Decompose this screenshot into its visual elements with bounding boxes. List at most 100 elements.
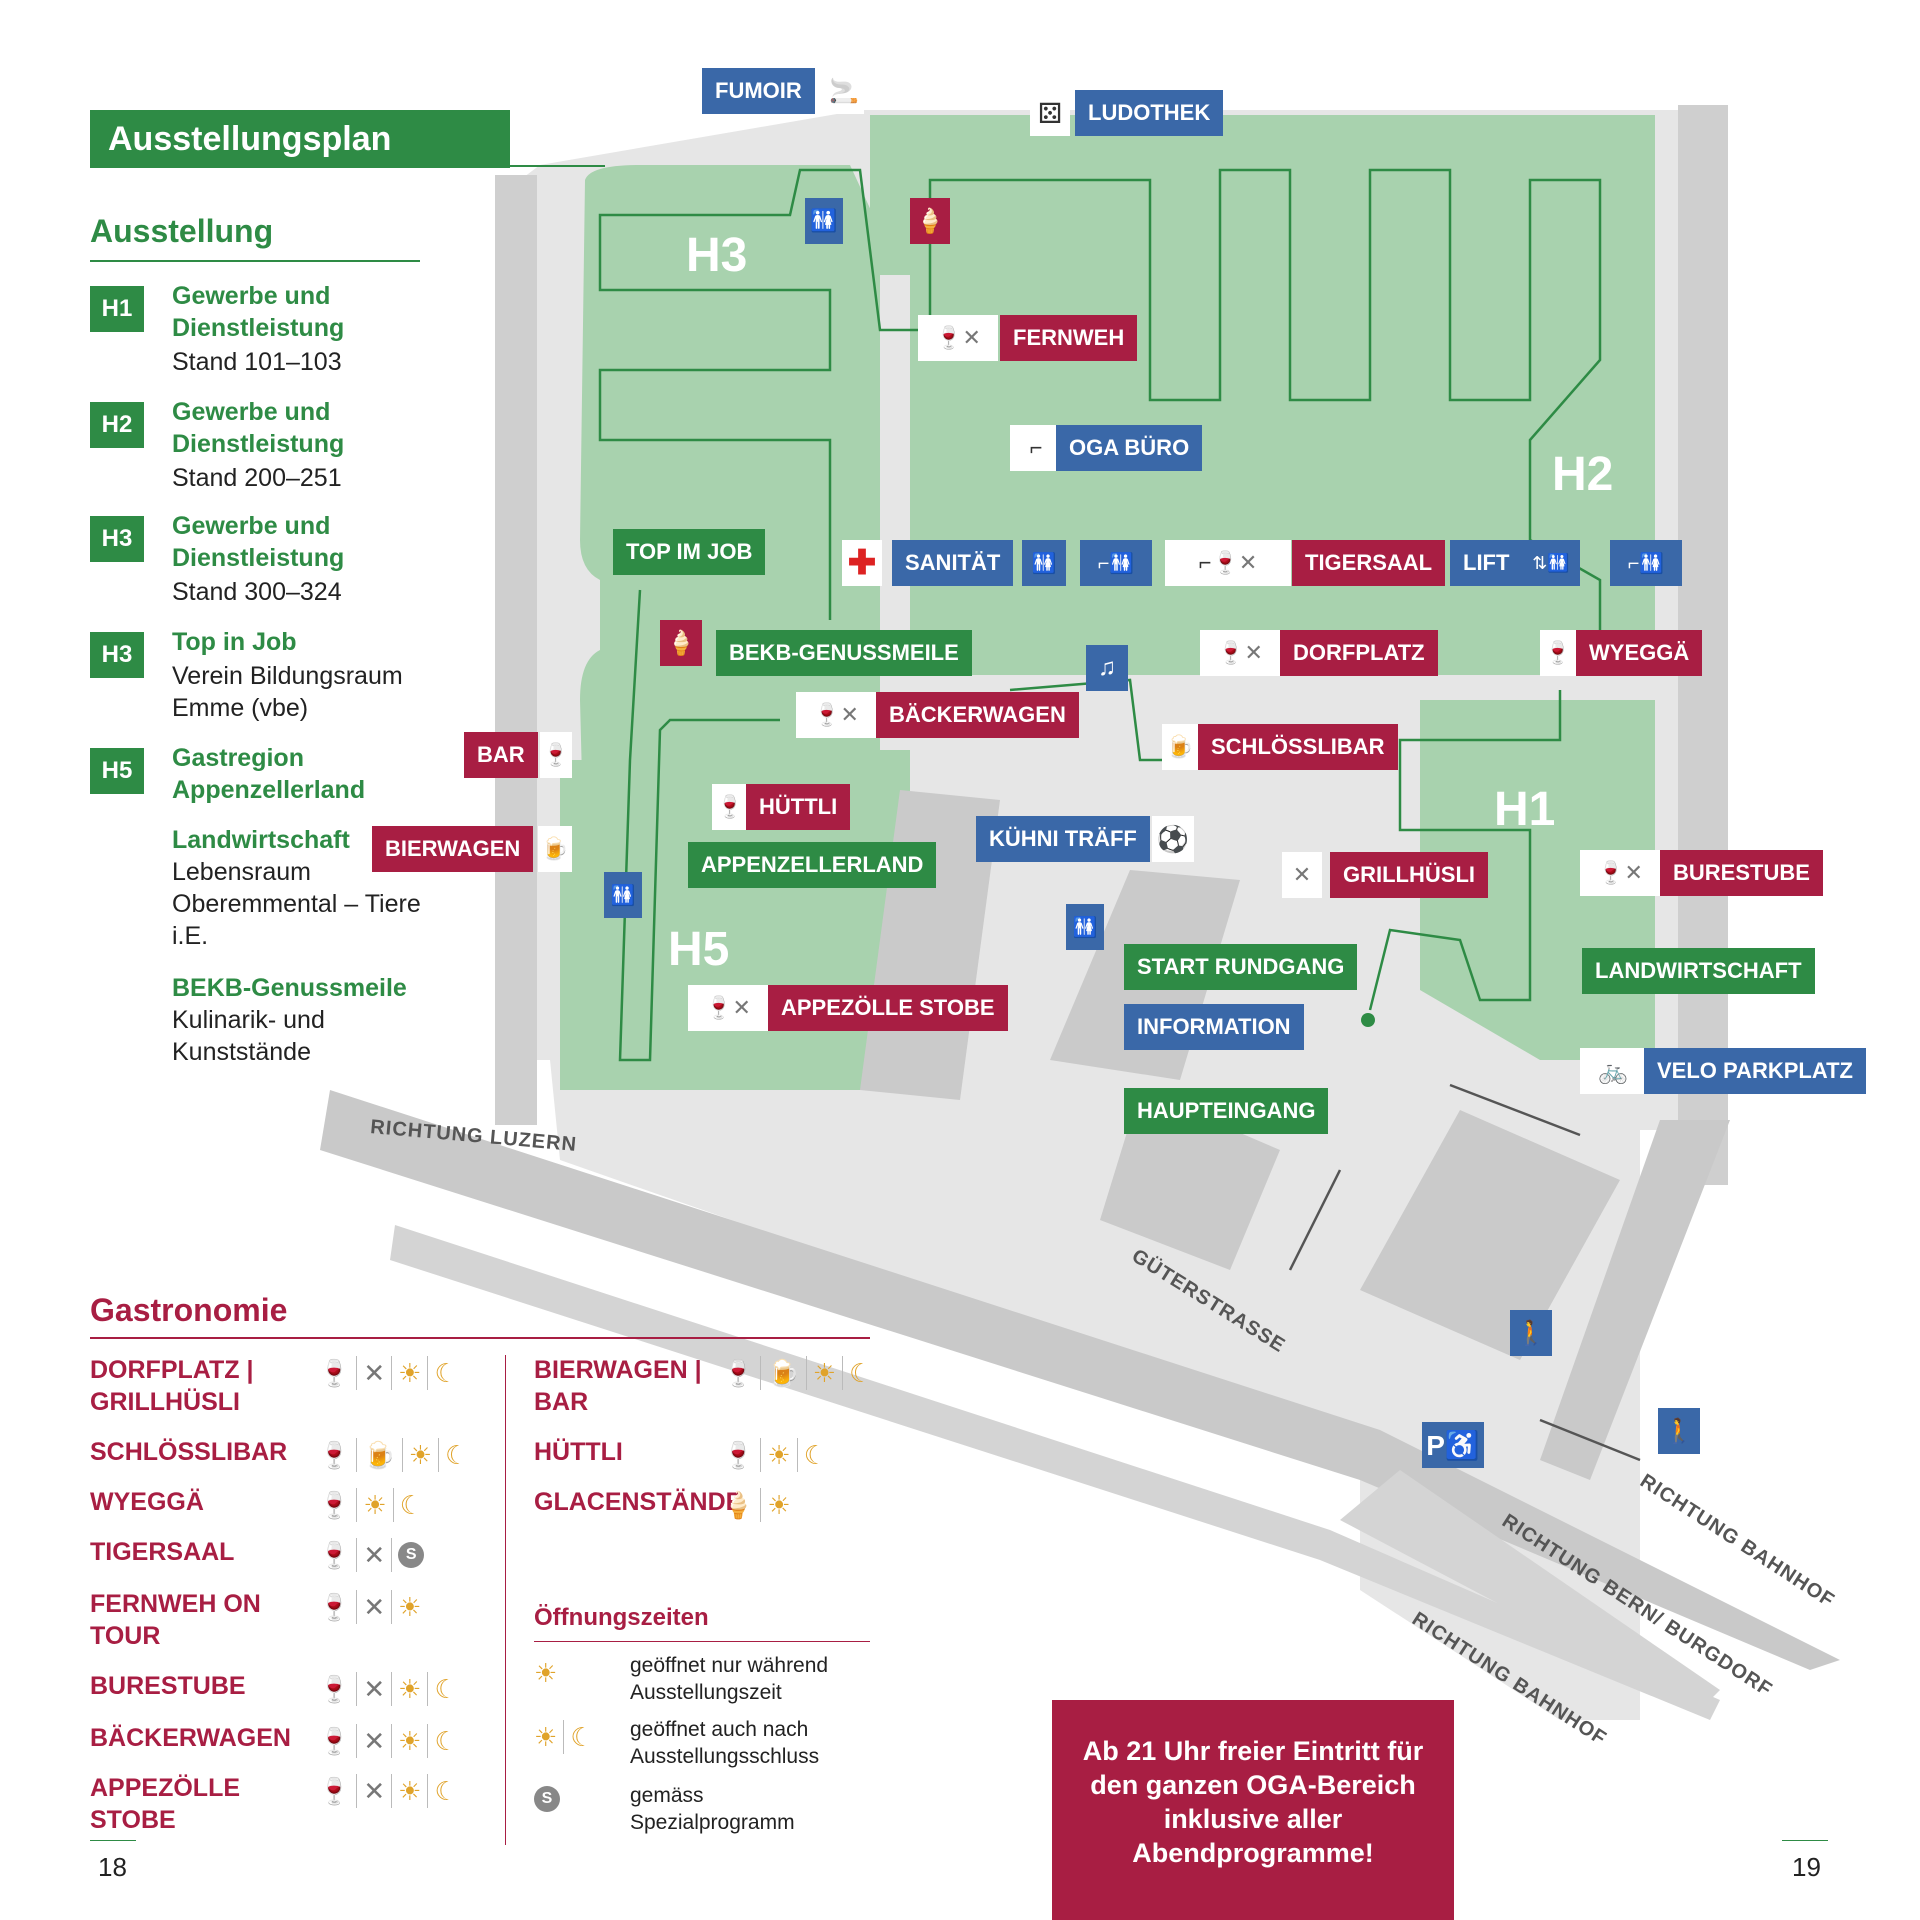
- hall-label-h3: H3: [686, 229, 748, 282]
- label-grillhuesli[interactable]: GRILLHÜSLI: [1330, 852, 1488, 898]
- cutlery-icon: ✕: [1282, 852, 1322, 898]
- label-tigersaal[interactable]: TIGERSAAL: [1292, 540, 1446, 586]
- hall-label-h1: H1: [1494, 783, 1556, 836]
- map-title: Ausstellungsplan OGA26: [90, 110, 510, 216]
- sun-icon: ☀: [534, 1658, 558, 1688]
- gastro-left-item-5: BURESTUBE: [90, 1672, 246, 1700]
- dice-icon: ⚄: [1030, 90, 1070, 136]
- gastronomie-divider: [505, 1355, 506, 1845]
- sun-icon: ☀: [767, 1440, 791, 1470]
- label-appezoelle-stobe[interactable]: APPEZÖLLE STOBE: [768, 985, 1008, 1031]
- moon-icon: ☾: [434, 1674, 458, 1704]
- moon-icon: ☾: [849, 1358, 873, 1388]
- label-schloesslibar[interactable]: SCHLÖSSLIBAR: [1198, 724, 1398, 770]
- toilet-icon: 🚻: [805, 198, 843, 244]
- beer-icon: 🍺: [767, 1358, 800, 1388]
- badge-h2: H2: [90, 402, 144, 448]
- cutlery-icon: ✕: [363, 1540, 386, 1570]
- sun-icon: ☀: [398, 1776, 422, 1806]
- cutlery-icon: ✕: [363, 1726, 386, 1756]
- label-lift[interactable]: LIFT: [1450, 540, 1523, 586]
- label-baeckerwagen[interactable]: BÄCKERWAGEN: [876, 692, 1079, 738]
- gastro-left-item-0-icons: 🍷✕☀☾: [318, 1356, 458, 1390]
- beer-icon-2: 🍺: [538, 826, 572, 872]
- beer-icon: 🍺: [363, 1440, 396, 1470]
- hall-h2-area: [910, 115, 1655, 675]
- direction-arrows: [1288, 1083, 1641, 1462]
- parking-accessible-icon: P♿: [1422, 1422, 1484, 1468]
- label-sanitaet[interactable]: SANITÄT: [892, 540, 1014, 586]
- gastro-left-item-3: TIGERSAAL: [90, 1538, 235, 1566]
- stairs-toilet-icon-2: ⌐🚻: [1610, 540, 1682, 586]
- label-information[interactable]: INFORMATION: [1124, 1004, 1304, 1050]
- label-fernweh[interactable]: FERNWEH: [1000, 315, 1138, 361]
- label-bierwagen[interactable]: BIERWAGEN: [372, 826, 534, 872]
- gastro-right-item-2-icons: 🍦☀: [722, 1488, 791, 1522]
- railway: [390, 1225, 1720, 1720]
- label-wyegga[interactable]: WYEGGÄ: [1576, 630, 1703, 676]
- hall-label-h5: H5: [668, 923, 730, 976]
- cutlery-icon: ✕: [363, 1776, 386, 1806]
- music-icon: ♫: [1086, 645, 1128, 691]
- icecream-icon-2: 🍦: [660, 620, 702, 666]
- icon-separator: [438, 1438, 440, 1472]
- stairs-icon: ⌐: [1010, 425, 1062, 471]
- icecream-icon: 🍦: [910, 198, 950, 244]
- label-kuehni-traeff[interactable]: KÜHNI TRÄFF: [976, 816, 1150, 862]
- wine-cutlery-icon: 🍷✕: [918, 315, 998, 361]
- icon-separator: [563, 1720, 565, 1754]
- sun-icon: ☀: [363, 1490, 387, 1520]
- toilet-icon-2: 🚻: [1022, 540, 1066, 586]
- icon-separator: [391, 1724, 393, 1758]
- special-program-icon: S: [398, 1542, 425, 1568]
- wine-icon: 🍷: [318, 1358, 351, 1388]
- icon-separator: [805, 1356, 807, 1390]
- gastro-left-item-1: SCHLÖSSLIBAR: [90, 1438, 288, 1466]
- label-appenzellerland[interactable]: APPENZELLERLAND: [688, 842, 937, 888]
- hours-item-0-text: geöffnet nur während Ausstellungszeit: [630, 1654, 829, 1704]
- wine-cutlery-icon-5: 🍷✕: [688, 985, 768, 1031]
- label-huettli[interactable]: HÜTTLI: [746, 784, 851, 830]
- label-oga-buero[interactable]: OGA BÜRO: [1056, 425, 1203, 471]
- legend-item-h2-name: Gewerbe und Dienstleistung: [172, 398, 345, 458]
- stairs-wine-cutlery-icon: ⌐🍷✕: [1165, 540, 1291, 586]
- icon-separator: [760, 1488, 762, 1522]
- title-rule: [510, 165, 605, 167]
- gastronomie-heading: Gastronomie: [90, 1292, 288, 1328]
- legend-item-h2-desc: Stand 200–251: [172, 464, 342, 492]
- first-aid-icon: ✚: [842, 540, 882, 586]
- beer-icon: 🍺: [1162, 724, 1198, 770]
- label-bekb-genussmeile[interactable]: BEKB-GENUSSMEILE: [716, 630, 972, 676]
- gastro-right-item-0: BIERWAGEN | BAR: [534, 1356, 702, 1416]
- gastro-left-item-2-icons: 🍷☀☾: [318, 1488, 423, 1522]
- wine-icon: 🍷: [318, 1776, 351, 1806]
- sun-icon: ☀: [398, 1726, 422, 1756]
- label-fumoir[interactable]: FUMOIR: [702, 68, 815, 114]
- pedestrian-icon: 🚶: [1510, 1310, 1552, 1356]
- gastro-left-item-0: DORFPLATZ | GRILLHÜSLI: [90, 1356, 254, 1416]
- sun-icon: ☀: [398, 1358, 422, 1388]
- sun-icon: ☀: [398, 1674, 422, 1704]
- label-haupteingang[interactable]: HAUPTEINGANG: [1124, 1088, 1329, 1134]
- icecream-icon: 🍦: [722, 1490, 755, 1520]
- label-dorfplatz[interactable]: DORFPLATZ: [1280, 630, 1438, 676]
- label-velo-parkplatz[interactable]: VELO PARKPLATZ: [1644, 1048, 1866, 1094]
- start-point-marker: [1361, 1013, 1375, 1027]
- moon-icon: ☾: [434, 1776, 458, 1806]
- road-west: [495, 175, 537, 1125]
- icon-separator: [356, 1538, 358, 1572]
- moon-icon: ☾: [445, 1440, 469, 1470]
- moon-icon: ☾: [399, 1490, 423, 1520]
- sun-icon: ☀: [812, 1358, 837, 1388]
- icon-separator: [391, 1774, 393, 1808]
- label-ludothek[interactable]: LUDOTHEK: [1075, 90, 1224, 136]
- gastro-left-item-7-icons: 🍷 ✕ ☀ ☾: [318, 1774, 458, 1808]
- label-start-rundgang[interactable]: START RUNDGANG: [1124, 944, 1358, 990]
- label-landwirtschaft[interactable]: LANDWIRTSCHAFT: [1582, 948, 1815, 994]
- gastro-left-item-2: WYEGGÄ: [90, 1488, 204, 1516]
- badge-h3: H3: [90, 516, 144, 562]
- label-bar[interactable]: BAR: [464, 732, 538, 778]
- label-top-im-job[interactable]: TOP IM JOB: [613, 529, 766, 575]
- label-burestube[interactable]: BURESTUBE: [1660, 850, 1823, 896]
- wine-icon: 🍷: [722, 1440, 755, 1470]
